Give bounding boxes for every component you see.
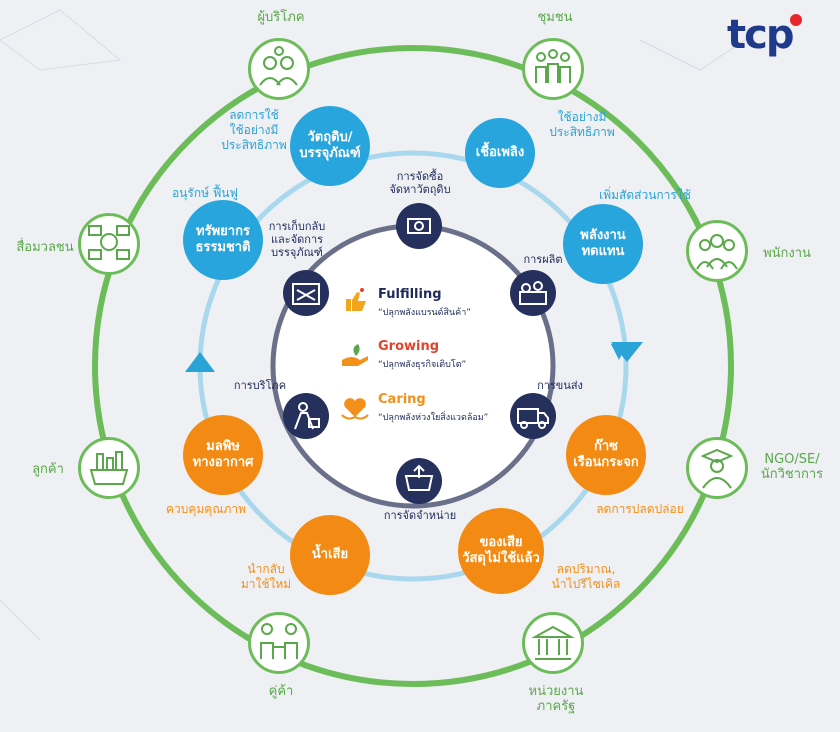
node-fuel: เชื้อเพลิง (465, 118, 535, 188)
production-icon (510, 270, 556, 316)
label-reduce-emission: ลดการปลดปล่อย (596, 502, 684, 516)
label-collection: การเก็บกลับ และจัดการ บรรจุภัณฑ์ (268, 220, 326, 259)
procurement-icon (396, 203, 442, 249)
government-icon (522, 612, 584, 674)
label-conserve: อนุรักษ์ ฟื้นฟู (171, 186, 239, 200)
consumers-icon (248, 38, 310, 100)
label-procurement: การจัดซื้อ จัดหาวัตถุดิบ (389, 170, 451, 196)
ngo-icon (686, 437, 748, 499)
label-partners: คู่ค้า (268, 684, 294, 699)
consumption-icon (283, 393, 329, 439)
caring-heart-icon (340, 393, 370, 421)
node-wastewater: น้ำเสีย (290, 515, 370, 595)
core-growing-subtitle: “ปลุกพลังธุรกิจเติบโต” (378, 360, 467, 370)
label-transport: การขนส่ง (537, 379, 583, 392)
partners-icon (248, 612, 310, 674)
label-government: หน่วยงาน ภาครัฐ (528, 684, 584, 714)
distribution-icon (396, 458, 442, 504)
logo-dot-icon (790, 14, 803, 26)
node-alt-energy: พลังงาน ทดแทน (563, 204, 643, 284)
tcp-logo: tcp (727, 12, 803, 58)
outer-ring (92, 45, 734, 687)
label-increase-ratio: เพิ่มสัดส่วนการใช้ (599, 188, 691, 202)
media-icon (78, 213, 140, 275)
label-distribution: การจัดจำหน่าย (383, 509, 457, 522)
core-fulfilling-title: Fulfilling (378, 287, 442, 302)
logo-text: tcp (727, 12, 794, 58)
label-community: ชุมชน (537, 10, 573, 25)
thumbs-up-icon (340, 285, 370, 315)
core-growing-title: Growing (378, 339, 440, 354)
label-reduce-recycle: ลดปริมาณ, นำไปรีไซเคิล (551, 562, 621, 591)
transport-icon (510, 393, 556, 439)
node-waste: ของเสีย วัสดุไม่ใช้แล้ว (458, 508, 544, 594)
label-ngo: NGO/SE/ นักวิชาการ (760, 452, 824, 482)
community-icon (522, 38, 584, 100)
label-quality-control: ควบคุมคุณภาพ (165, 502, 247, 516)
collection-icon (283, 270, 329, 316)
label-consumers: ผู้บริโภค (257, 10, 305, 25)
label-customers: ลูกค้า (32, 462, 64, 477)
label-consumption: การบริโภค (233, 379, 287, 392)
label-media: สื่อมวลชน (16, 240, 74, 255)
label-efficient-use: ใช้อย่างมี ประสิทธิภาพ (549, 110, 615, 139)
node-materials: วัตถุดิบ/ บรรจุภัณฑ์ (290, 106, 370, 186)
core-caring-title: Caring (378, 392, 426, 407)
customers-icon (78, 437, 140, 499)
label-production: การผลิต (523, 253, 563, 266)
arrow-down-icon-2 (611, 342, 643, 362)
core-fulfilling-subtitle: “ปลุกพลังแบรนด์สินค้า” (378, 308, 471, 318)
employees-icon (686, 220, 748, 282)
network-decoration (0, 9, 761, 641)
node-natural-resources: ทรัพยากร ธรรมชาติ (183, 200, 263, 280)
arrow-up-icon (185, 352, 215, 372)
label-reuse: นำกลับ มาใช้ใหม่ (240, 562, 292, 591)
label-reduce-use: ลดการใช้ ใช้อย่างมี ประสิทธิภาพ (221, 108, 287, 152)
growing-hand-icon (340, 340, 370, 368)
core-caring-subtitle: “ปลุกพลังห่วงใยสิ่งแวดล้อม” (378, 413, 489, 423)
node-air-pollution: มลพิษ ทางอากาศ (183, 415, 263, 495)
node-greenhouse-gas: ก๊าซ เรือนกระจก (566, 415, 646, 495)
label-employees: พนักงาน (763, 246, 811, 261)
